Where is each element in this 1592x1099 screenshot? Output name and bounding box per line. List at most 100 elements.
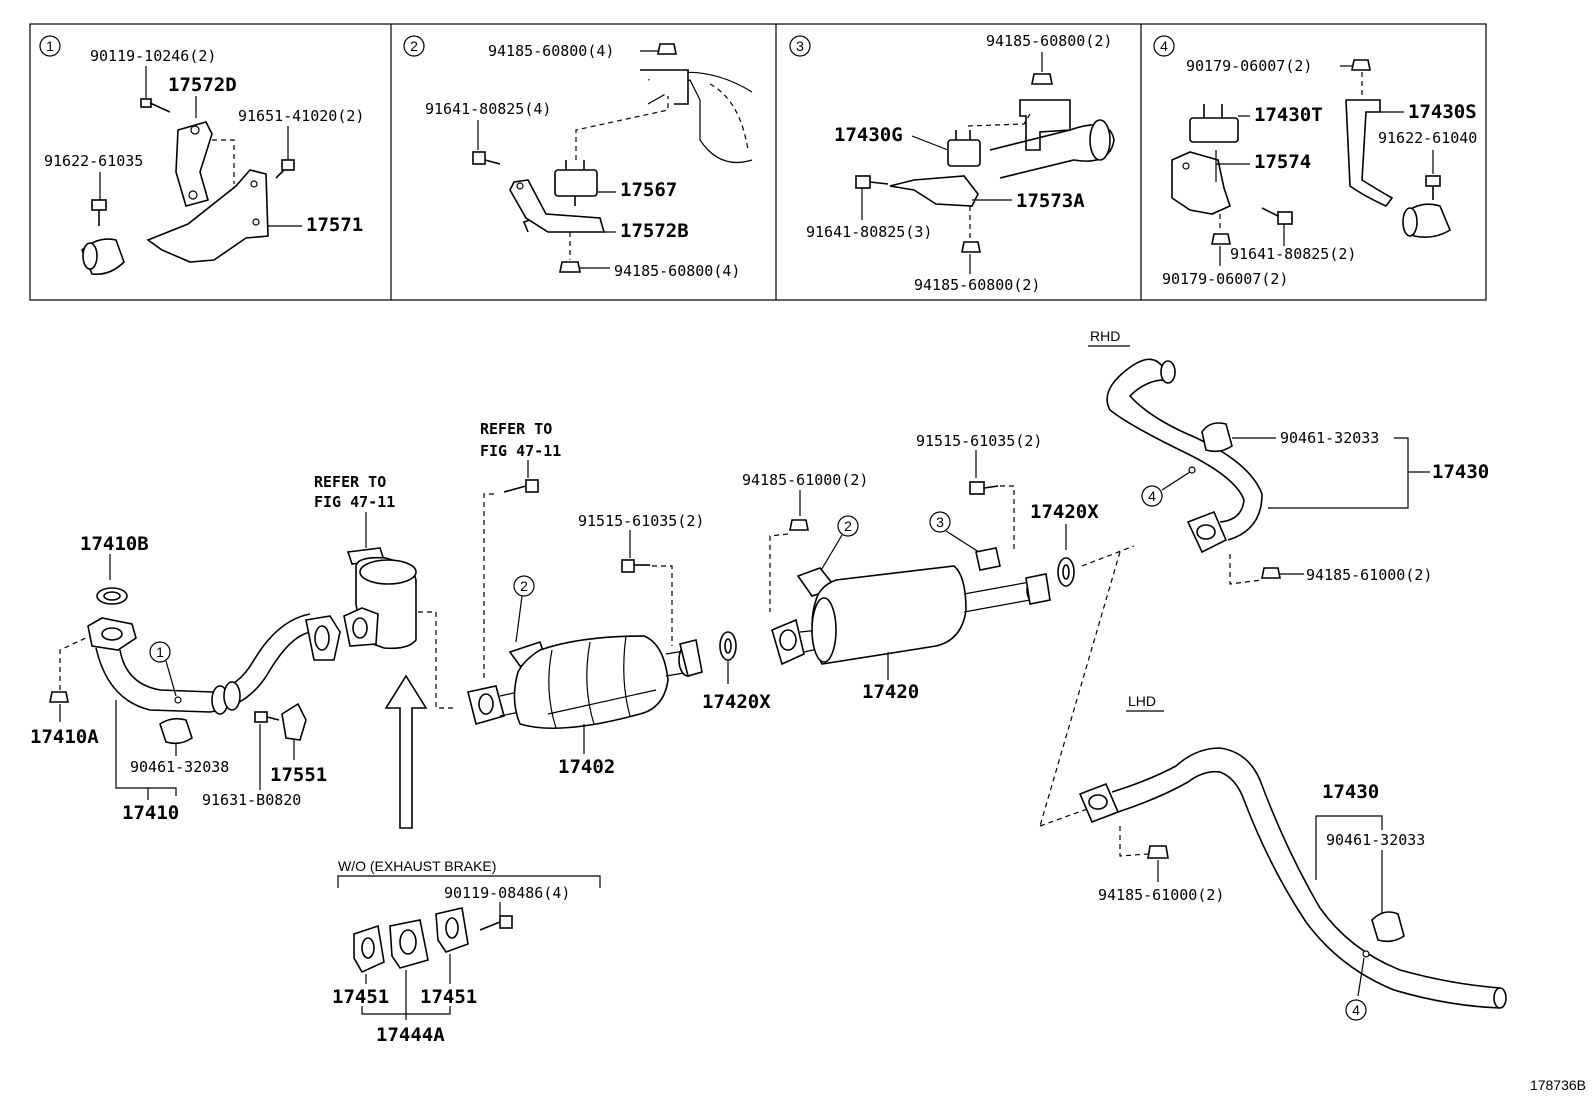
bolt-icon xyxy=(472,151,501,165)
rubber-mount-icon xyxy=(947,139,981,167)
label-17571: 17571 xyxy=(306,214,363,236)
label-94185-60800-top: 94185-60800(2) xyxy=(986,32,1112,50)
label-91631-B0820: 91631-B0820 xyxy=(202,791,301,809)
bracket-icon xyxy=(889,175,979,207)
bolt-icon xyxy=(1425,175,1441,200)
label-91641-80825: 91641-80825(3) xyxy=(806,223,932,241)
bolt-icon xyxy=(91,199,107,226)
label-91641-80825: 91641-80825(4) xyxy=(425,100,551,118)
detail-panel-4: 4 90179-06007(2) 17430T 17430S 91622-610… xyxy=(1153,35,1477,288)
label-91641-80825: 91641-80825(2) xyxy=(1230,245,1356,263)
gasket-middle: 17420X xyxy=(702,631,771,713)
nut-icon xyxy=(657,43,677,55)
label-17573A: 17573A xyxy=(1016,190,1085,212)
nut-icon xyxy=(1147,845,1169,859)
label-17430-rhd: 17430 xyxy=(1432,461,1489,483)
clamp-icon xyxy=(159,717,193,745)
gasket-rear: 17420X xyxy=(1030,501,1135,587)
refer-a-line1: REFER TO xyxy=(314,473,386,491)
marker-3-text: 3 xyxy=(936,514,944,530)
label-17551: 17551 xyxy=(270,764,327,786)
nut-icon xyxy=(1351,59,1371,71)
tail-pipe-rhd: RHD 90461-32033 17430 4 94185-61000(2) xyxy=(1039,328,1489,827)
label-90461-32038: 90461-32038 xyxy=(130,758,229,776)
bolt-icon xyxy=(969,481,999,495)
label-90179-06007-top: 90179-06007(2) xyxy=(1186,57,1312,75)
marker-2-muffler-text: 2 xyxy=(844,518,852,534)
marker-4-lhd xyxy=(1345,999,1367,1021)
label-17402: 17402 xyxy=(558,756,615,778)
label-17451-left: 17451 xyxy=(332,986,389,1008)
figure-id: 178736B xyxy=(1530,1077,1586,1093)
label-91515-61035-converter: 91515-61035(2) xyxy=(578,512,704,530)
detail-panel-3: 3 94185-60800(2) 17430G 91641-80825(3) 1… xyxy=(789,32,1115,294)
label-91651-41020: 91651-41020(2) xyxy=(238,107,364,125)
nut-icon xyxy=(1031,73,1053,85)
label-94185-60800-bottom: 94185-60800(2) xyxy=(914,276,1040,294)
label-17410: 17410 xyxy=(122,802,179,824)
converter-assembly: REFER TO FIG 47-11 2 91515-61035(2) xyxy=(467,420,704,778)
detail-marker-3 xyxy=(789,35,811,57)
bracket-icon xyxy=(281,702,307,741)
label-17420X-rear: 17420X xyxy=(1030,501,1099,523)
label-94185-61000-muffler: 94185-61000(2) xyxy=(742,471,868,489)
bracket-icon xyxy=(175,121,213,207)
label-90179-06007-bottom: 90179-06007(2) xyxy=(1162,270,1288,288)
bolt-icon xyxy=(855,175,889,189)
marker-1 xyxy=(149,641,171,663)
detail-marker-4-text: 4 xyxy=(1160,38,1168,54)
label-17430S: 17430S xyxy=(1408,101,1477,123)
label-17430G: 17430G xyxy=(834,124,903,146)
marker-4-rhd xyxy=(1141,485,1163,507)
detail-marker-2 xyxy=(403,35,425,57)
label-90119-10246: 90119-10246(2) xyxy=(90,47,216,65)
bracket-icon xyxy=(1171,151,1231,215)
bolt-icon xyxy=(621,559,650,573)
label-90119-08486: 90119-08486(4) xyxy=(444,884,570,902)
detail-panel-1: 1 90119-10246(2) 17572D 91651-41020(2) 9… xyxy=(39,35,364,276)
nut-icon xyxy=(49,691,69,703)
detail-marker-1 xyxy=(39,35,61,57)
refer-b-line2: FIG 47-11 xyxy=(480,442,561,460)
refer-b-line1: REFER TO xyxy=(480,420,552,438)
heat-insulator-icon xyxy=(146,169,269,263)
front-pipe-assembly: 17410B 17410A 1 90461-32038 17410 xyxy=(30,533,341,824)
detail-marker-4 xyxy=(1153,35,1175,57)
label-17451-right: 17451 xyxy=(420,986,477,1008)
clamp-icon xyxy=(1201,422,1233,453)
label-17420: 17420 xyxy=(862,681,919,703)
label-17572D: 17572D xyxy=(168,74,237,96)
detail-marker-2-text: 2 xyxy=(410,38,418,54)
marker-2-text: 2 xyxy=(520,578,528,594)
refer-a-line2: FIG 47-11 xyxy=(314,493,395,511)
label-94185-60800-top: 94185-60800(4) xyxy=(488,42,614,60)
bolt-icon xyxy=(479,915,513,931)
marker-4-rhd-text: 4 xyxy=(1148,488,1156,504)
detail-panel-2: 2 94185-60800(4) 91641-80825(4) 17567 17… xyxy=(403,35,753,280)
bolt-icon xyxy=(503,479,539,493)
label-17444A: 17444A xyxy=(376,1024,445,1046)
detail-panels xyxy=(29,23,1487,301)
nut-icon xyxy=(1261,567,1281,579)
label-17574: 17574 xyxy=(1254,151,1311,173)
bolt-icon xyxy=(140,98,171,113)
label-17420X-middle: 17420X xyxy=(702,691,771,713)
detail-marker-1-text: 1 xyxy=(46,38,54,54)
exhaust-brake-unit: REFER TO FIG 47-11 xyxy=(314,473,456,829)
lhd-title: LHD xyxy=(1128,693,1156,709)
label-91515-61035-muffler: 91515-61035(2) xyxy=(916,432,1042,450)
label-17567: 17567 xyxy=(620,179,677,201)
nut-icon xyxy=(559,261,581,273)
nut-icon xyxy=(961,241,981,253)
bolt-icon xyxy=(275,159,295,179)
label-17430-lhd: 17430 xyxy=(1322,781,1379,803)
marker-3 xyxy=(929,511,951,533)
label-17410A: 17410A xyxy=(30,726,99,748)
marker-2-muffler xyxy=(837,515,859,537)
bolt-icon xyxy=(254,711,280,723)
without-exhaust-brake-inset: W/O (EXHAUST BRAKE) 90119-08486(4) 17451… xyxy=(332,858,601,1046)
label-94185-61000-lhd: 94185-61000(2) xyxy=(1098,886,1224,904)
rubber-mount-icon xyxy=(1189,117,1239,143)
label-17572B: 17572B xyxy=(620,220,689,242)
rhd-title: RHD xyxy=(1090,328,1120,344)
